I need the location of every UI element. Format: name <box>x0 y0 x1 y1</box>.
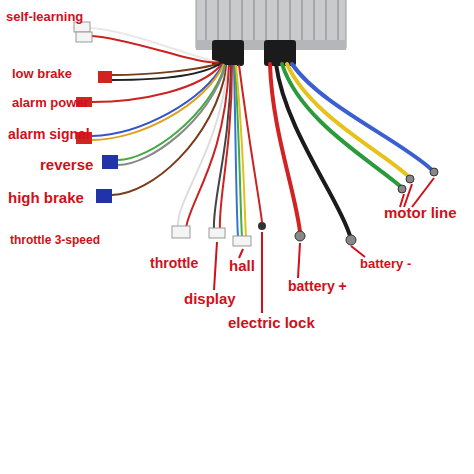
wire-label: battery - <box>360 257 411 271</box>
wire-label: display <box>184 291 236 308</box>
wire-label: motor line <box>384 205 457 222</box>
housing-fins <box>206 0 338 46</box>
leader-lines <box>214 178 434 313</box>
wire-label: hall <box>229 258 255 275</box>
wire-label: electric lock <box>228 315 315 332</box>
wire-label: self-learning <box>6 10 83 24</box>
wire-label: reverse <box>40 157 93 174</box>
wire-label: alarm power <box>12 96 89 110</box>
wire-connectors <box>74 22 266 246</box>
wire-label: battery + <box>288 279 347 294</box>
cable-gland <box>264 40 296 66</box>
wire-label: high brake <box>8 190 84 207</box>
wire-label: alarm signal <box>8 127 90 142</box>
signal-wires <box>90 28 262 238</box>
wire-label: low brake <box>12 67 72 81</box>
wire-label: throttle 3-speed <box>10 234 100 247</box>
wire-label: throttle <box>150 256 198 271</box>
